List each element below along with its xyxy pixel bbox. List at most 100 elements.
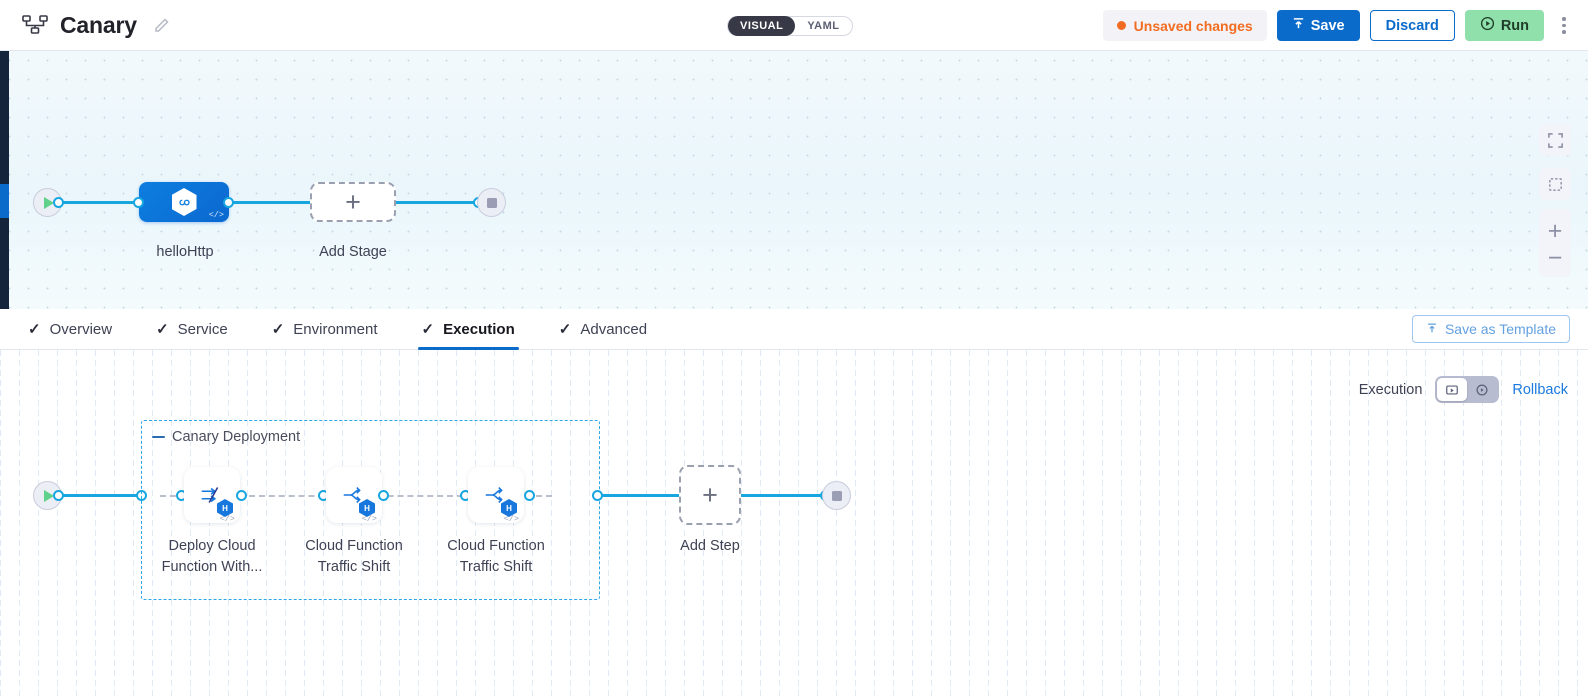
step-type-badge: H: [217, 499, 233, 517]
stage-node-hellohttp[interactable]: </>: [139, 182, 229, 222]
save-upload-icon: [1292, 17, 1305, 34]
pencil-icon[interactable]: [153, 17, 170, 34]
run-button-label: Run: [1500, 17, 1529, 34]
step-label-2: Cloud Function Traffic Shift: [305, 538, 403, 576]
save-button-label: Save: [1310, 17, 1345, 34]
unsaved-changes-label: Unsaved changes: [1133, 17, 1253, 34]
edge-add-to-end: [392, 201, 488, 204]
tab-execution[interactable]: ✓ Execution: [417, 309, 537, 350]
port-step2-out[interactable]: [378, 490, 389, 501]
port-start-out[interactable]: [53, 197, 64, 208]
tab-overview-label: Overview: [49, 320, 113, 338]
start-play-icon: [44, 196, 54, 209]
zoom-out-button[interactable]: −: [1547, 244, 1563, 272]
edge-start-to-group: [57, 494, 145, 497]
pipeline-nodes-icon: [22, 15, 48, 35]
page-title: Canary: [60, 11, 137, 38]
port-step3-out[interactable]: [524, 490, 535, 501]
check-icon: ✓: [421, 321, 435, 338]
stage-node-label: helloHttp: [156, 244, 214, 260]
add-step-label: Add Step: [680, 538, 740, 554]
add-stage-label: Add Stage: [319, 244, 387, 260]
port-stage-out[interactable]: [223, 197, 234, 208]
step-code-badge: </>: [361, 514, 377, 524]
execution-label: Execution: [1358, 381, 1423, 398]
tab-list: ✓ Overview ✓ Service ✓ Environment ✓ Exe…: [0, 309, 691, 350]
stage-code-badge: </>: [208, 210, 224, 220]
upload-icon: [1426, 321, 1438, 337]
toggle-visual[interactable]: VISUAL: [728, 16, 796, 36]
view-mode-toggle[interactable]: VISUAL YAML: [727, 16, 853, 36]
toggle-yaml[interactable]: YAML: [807, 20, 840, 32]
step-type-badge: H: [501, 499, 517, 517]
port-stage-in[interactable]: [133, 197, 144, 208]
step-card-traffic-shift-2[interactable]: H </>: [468, 467, 524, 524]
step-type-badge: H: [359, 499, 375, 517]
step-label-1: Deploy Cloud Function With...: [161, 538, 263, 576]
discard-button[interactable]: Discard: [1369, 10, 1455, 41]
end-node[interactable]: [822, 481, 851, 510]
tab-service[interactable]: ✓ Service: [156, 309, 250, 350]
end-stop-icon: [831, 490, 842, 501]
execution-canvas[interactable]: Execution Rollback: [0, 350, 1588, 699]
zoom-in-button[interactable]: +: [1547, 217, 1563, 245]
run-button[interactable]: Run: [1464, 10, 1544, 41]
left-rail-accent: [0, 184, 9, 218]
step-card-traffic-shift-1[interactable]: H </>: [326, 467, 382, 524]
edge-addstep-to-end: [740, 494, 828, 497]
end-stop-icon: [486, 197, 497, 208]
group-title: Canary Deployment: [172, 429, 301, 445]
rollback-circle-icon[interactable]: [1467, 378, 1497, 401]
tab-service-label: Service: [177, 320, 228, 338]
step-code-badge: </>: [219, 514, 235, 524]
fullscreen-icon[interactable]: [1539, 124, 1571, 156]
status-dot-icon: [1116, 21, 1126, 30]
save-as-template-button[interactable]: Save as Template: [1411, 315, 1570, 343]
check-icon: ✓: [28, 321, 41, 338]
execution-play-box-icon[interactable]: [1437, 378, 1468, 401]
collapse-dash-icon[interactable]: [152, 435, 165, 439]
edge-group-to-addstep: [600, 494, 680, 497]
check-icon: ✓: [271, 321, 285, 338]
rollback-link[interactable]: Rollback: [1512, 381, 1568, 398]
status-badge-unsaved: Unsaved changes: [1102, 10, 1267, 41]
start-play-icon: [44, 489, 54, 502]
step-group-canary-deployment[interactable]: Canary Deployment: [141, 420, 600, 600]
left-rail: [0, 51, 9, 309]
group-header[interactable]: Canary Deployment: [152, 429, 300, 445]
tab-environment[interactable]: ✓ Environment: [272, 309, 400, 350]
edge-start-to-stage: [57, 201, 145, 204]
add-stage-plus-icon: +: [345, 186, 361, 217]
header-left: Canary: [0, 12, 170, 39]
discard-button-label: Discard: [1385, 17, 1439, 34]
stage-canvas[interactable]: </> helloHttp + Add Stage + −: [0, 51, 1588, 309]
port-start-out[interactable]: [53, 490, 64, 501]
save-button[interactable]: Save: [1276, 10, 1360, 41]
zoom-controls[interactable]: + −: [1539, 209, 1571, 277]
kebab-menu-icon[interactable]: [1554, 10, 1574, 41]
port-step1-out[interactable]: [236, 490, 247, 501]
tab-advanced-label: Advanced: [580, 320, 648, 338]
tab-environment-label: Environment: [293, 320, 378, 338]
end-node[interactable]: [477, 188, 506, 217]
check-icon: ✓: [558, 321, 572, 338]
step-card-deploy-cloud-function[interactable]: H </>: [184, 467, 240, 524]
execution-toolbar: Execution Rollback: [1359, 376, 1568, 403]
step-code-badge: </>: [503, 514, 519, 524]
check-icon: ✓: [156, 321, 169, 338]
add-step-button[interactable]: +: [679, 465, 741, 525]
port-group-out[interactable]: [592, 490, 603, 501]
tab-overview[interactable]: ✓ Overview: [28, 309, 134, 350]
run-play-icon: [1480, 16, 1495, 35]
selection-box-icon[interactable]: [1539, 168, 1571, 200]
save-as-template-label: Save as Template: [1444, 321, 1556, 337]
add-step-plus-icon: +: [702, 479, 718, 510]
header-actions: Unsaved changes Save Discard: [1102, 10, 1574, 41]
app-header: Canary VISUAL YAML Unsaved changes: [0, 0, 1588, 51]
add-stage-button[interactable]: +: [310, 182, 396, 222]
tab-execution-label: Execution: [443, 320, 515, 338]
tab-advanced[interactable]: ✓ Advanced: [559, 309, 669, 350]
execution-mode-toggle[interactable]: [1435, 376, 1500, 403]
edge-stage-to-add: [228, 201, 320, 204]
